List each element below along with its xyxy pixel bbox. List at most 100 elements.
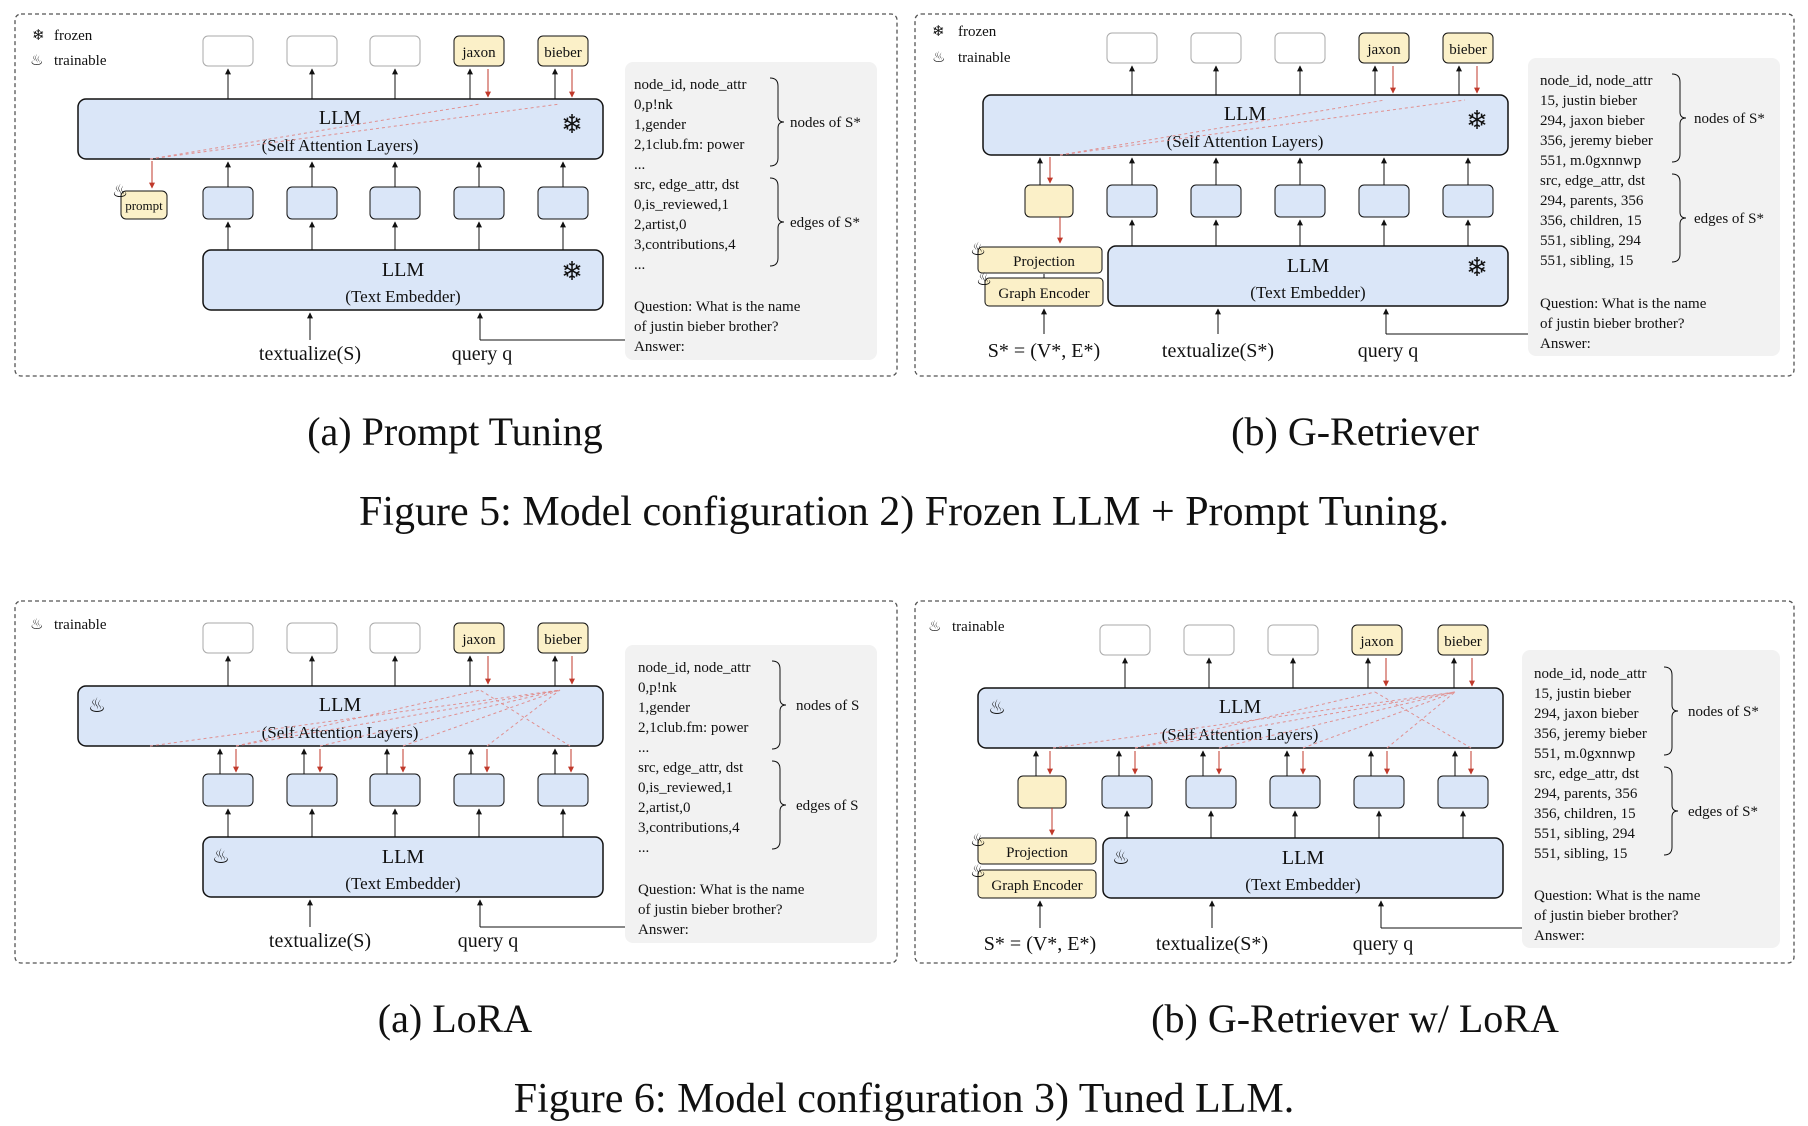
panel-border (14, 13, 898, 377)
svg-text:1,gender: 1,gender (638, 700, 690, 716)
embedding-token (1190, 184, 1242, 218)
snowflake-icon: ❄ (32, 28, 45, 44)
output-token-bieber (1437, 624, 1489, 656)
self-attention-label: (Self Attention Layers) (262, 723, 419, 742)
svg-text:356, children, 15: 356, children, 15 (1540, 213, 1642, 229)
prompt-label: prompt (125, 198, 163, 213)
snowflake-icon: ❄ (1466, 106, 1488, 135)
svg-text:node_id, node_attr: node_id, node_attr (638, 660, 750, 676)
llm-self-attention (977, 687, 1504, 749)
output-token (202, 35, 254, 67)
embedding-token (1185, 775, 1237, 809)
output-token (1099, 624, 1151, 656)
svg-text:of justin bieber brother?: of justin bieber brother? (638, 902, 783, 918)
output-bieber: bieber (544, 45, 581, 61)
output-token-jaxon (1358, 32, 1410, 64)
svg-text:...: ... (638, 840, 649, 856)
question-text: Question: What is the name of justin bie… (638, 882, 805, 938)
panel-lora: ♨ trainable jaxon bieber LLM (Self Atten… (14, 600, 898, 964)
caption-b-gretriever: (b) G-Retriever (1231, 409, 1479, 454)
embedding-token (1442, 184, 1494, 218)
caption-a-prompt: (a) Prompt Tuning (307, 409, 603, 454)
embedding-token (369, 186, 421, 220)
legend-trainable: trainable (54, 53, 107, 69)
llm-text-embedder (202, 249, 604, 311)
svg-text:356, jeremy bieber: 356, jeremy bieber (1540, 133, 1653, 149)
brace (769, 77, 785, 167)
svg-text:of justin bieber brother?: of justin bieber brother? (634, 319, 779, 335)
output-token (369, 35, 421, 67)
embedding-token (1437, 775, 1489, 809)
output-token-bieber (537, 622, 589, 654)
svg-text:src, edge_attr, dst: src, edge_attr, dst (1540, 173, 1646, 189)
llm-text-embedder (1107, 245, 1509, 307)
output-token (1183, 624, 1235, 656)
embedding-token (537, 773, 589, 807)
svg-text:Answer:: Answer: (638, 922, 689, 938)
output-bieber: bieber (1444, 634, 1481, 650)
graph-token (1024, 184, 1074, 218)
graph-encoder-box (977, 869, 1097, 899)
llm-text-embedder (202, 836, 604, 898)
svg-text:2,artist,0: 2,artist,0 (634, 217, 687, 233)
flame-icon: ♨ (30, 617, 43, 633)
embedding-token (286, 186, 338, 220)
llm-label: LLM (319, 694, 361, 716)
graph-token (1017, 775, 1067, 809)
svg-text:356, children, 15: 356, children, 15 (1534, 806, 1636, 822)
llm-label: LLM (1282, 847, 1324, 869)
embedding-token (1358, 184, 1410, 218)
svg-text:2,1club.fm: power: 2,1club.fm: power (634, 137, 744, 153)
svg-text:Question: What is the name: Question: What is the name (1540, 296, 1707, 312)
svg-text:Question: What is the name: Question: What is the name (1534, 888, 1701, 904)
projection-label: Projection (1006, 845, 1068, 861)
svg-text:Question: What is the name: Question: What is the name (634, 299, 801, 315)
svg-text:...: ... (634, 157, 645, 173)
svg-text:294, parents, 356: 294, parents, 356 (1534, 786, 1638, 802)
brace (771, 660, 787, 750)
flame-icon: ♨ (1112, 847, 1130, 869)
llm-label: LLM (319, 107, 361, 129)
flame-icon: ♨ (88, 695, 106, 717)
question-text: Question: What is the name of justin bie… (1534, 888, 1701, 944)
graph-encoder-label: Graph Encoder (991, 878, 1082, 894)
svg-text:0,p!nk: 0,p!nk (634, 97, 673, 113)
svg-text:551, sibling, 15: 551, sibling, 15 (1540, 253, 1633, 269)
panel-border (14, 600, 898, 964)
panel-g-retriever: ❄ frozen ♨ trainable jaxon bieber LLM (S… (914, 13, 1795, 377)
output-token (1190, 32, 1242, 64)
question-text: Question: What is the name of justin bie… (634, 299, 801, 355)
self-attention-label: (Self Attention Layers) (1162, 725, 1319, 744)
svg-text:src, edge_attr, dst: src, edge_attr, dst (1534, 766, 1640, 782)
nodes-list: node_id, node_attr 15, justin bieber 294… (1540, 73, 1653, 169)
nodes-brace-label: nodes of S (796, 698, 859, 714)
embedding-token (202, 186, 254, 220)
svg-text:Answer:: Answer: (1534, 928, 1585, 944)
svg-text:551, m.0gxnnwp: 551, m.0gxnnwp (1534, 746, 1635, 762)
svg-text:node_id, node_attr: node_id, node_attr (634, 77, 746, 93)
legend-trainable: trainable (958, 50, 1011, 66)
legend-trainable: trainable (54, 617, 107, 633)
output-jaxon: jaxon (1359, 634, 1394, 650)
self-attention-label: (Self Attention Layers) (262, 136, 419, 155)
input-textualize: textualize(S) (259, 343, 361, 365)
llm-label: LLM (382, 259, 424, 281)
edges-brace-label: edges of S (796, 798, 859, 814)
embedding-token (453, 773, 505, 807)
input-query: query q (1353, 933, 1414, 955)
input-textualize: textualize(S*) (1162, 340, 1274, 362)
figure-6-caption: Figure 6: Model configuration 3) Tuned L… (514, 1076, 1294, 1122)
brace (1671, 73, 1687, 163)
nodes-brace-label: nodes of S* (790, 115, 861, 131)
output-token-jaxon (453, 35, 505, 67)
output-token (369, 622, 421, 654)
graph-encoder-label: Graph Encoder (998, 286, 1089, 302)
output-token (1274, 32, 1326, 64)
output-token-jaxon (453, 622, 505, 654)
text-embedder-label: (Text Embedder) (345, 287, 460, 306)
llm-self-attention (77, 685, 604, 747)
input-query: query q (1358, 340, 1419, 362)
brace (1663, 666, 1679, 756)
edges-brace-label: edges of S* (1688, 804, 1758, 820)
